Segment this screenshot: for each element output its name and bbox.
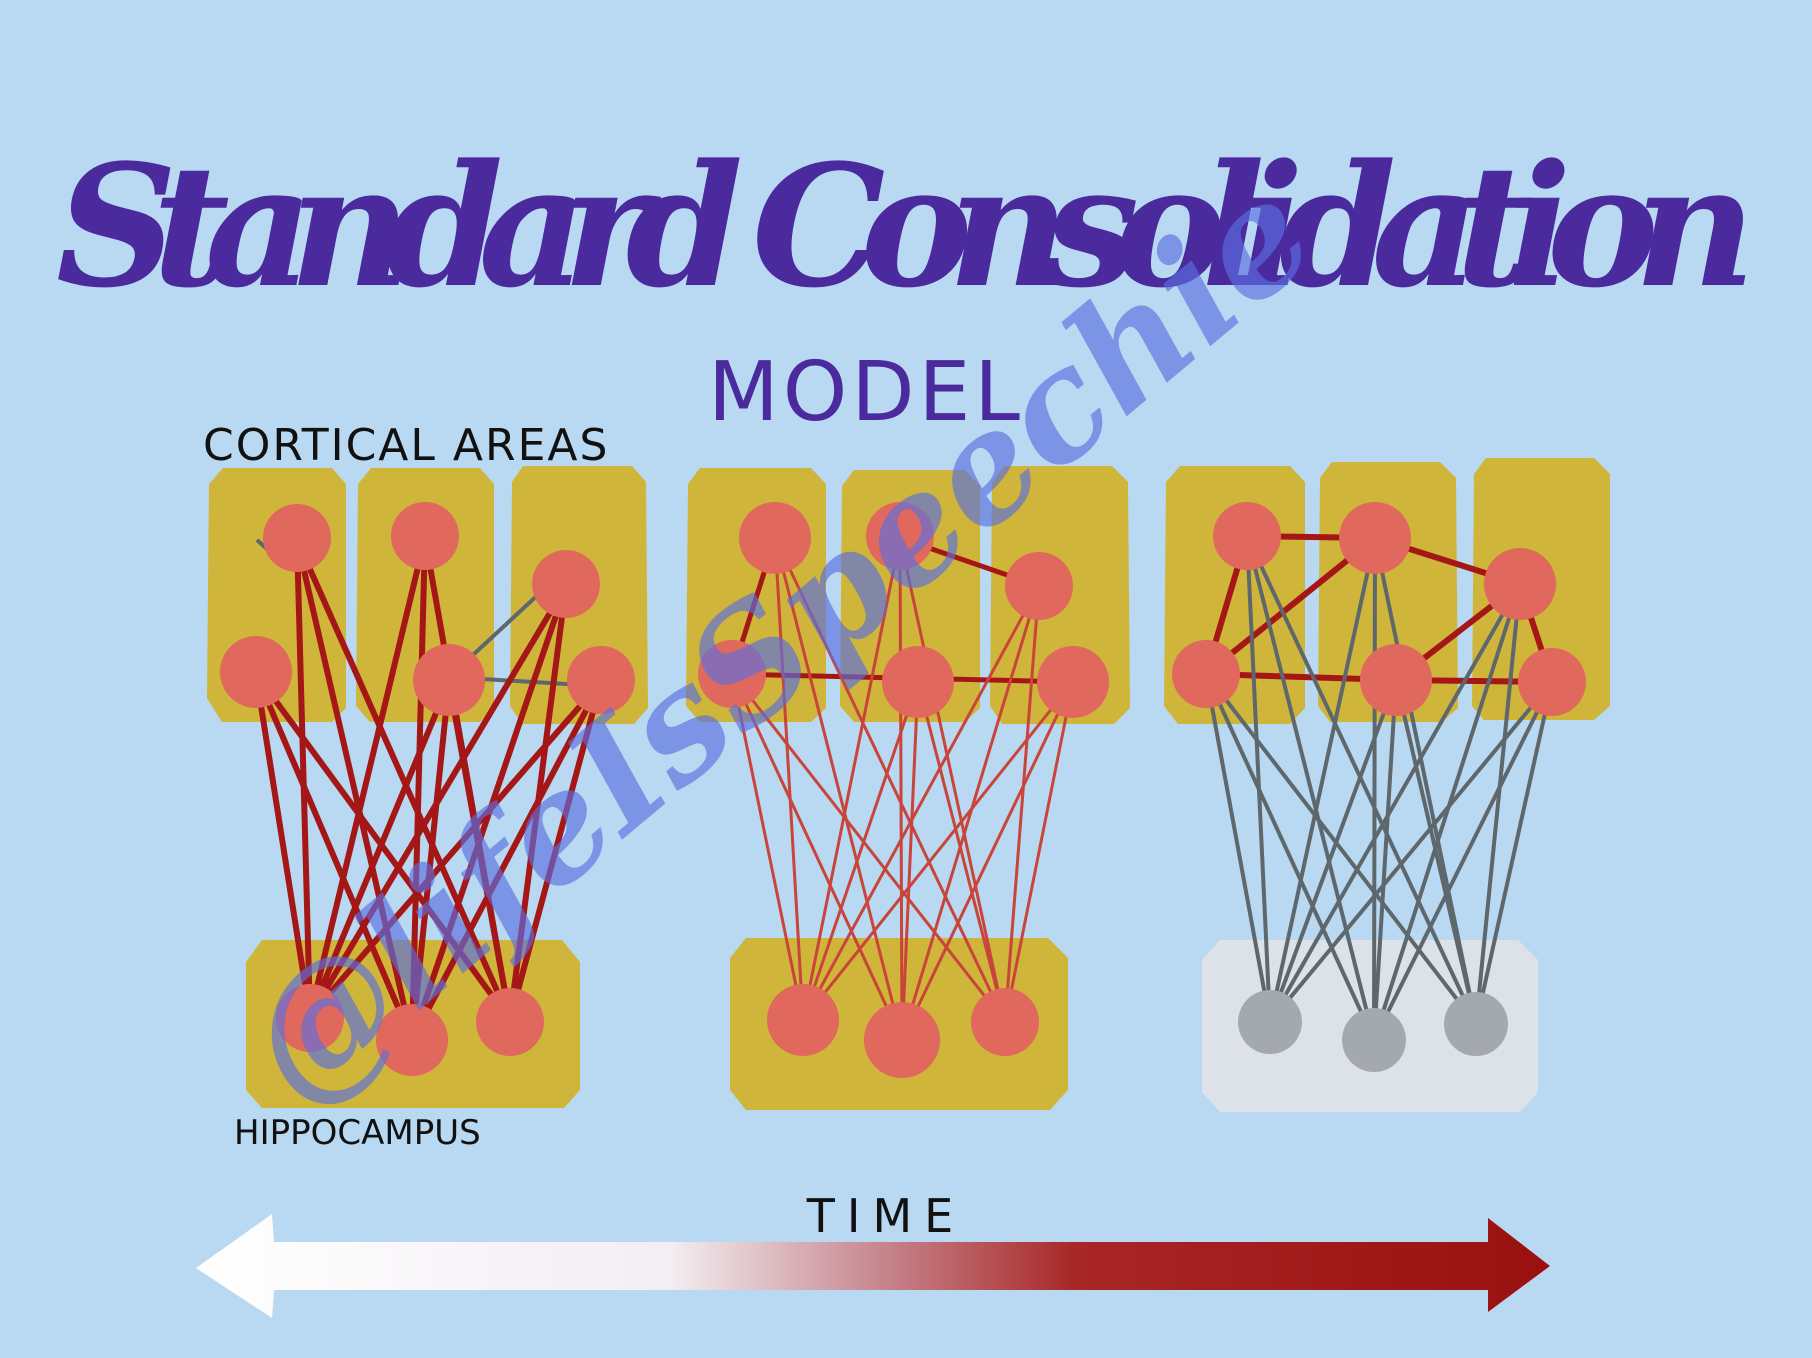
panel-middle: [686, 466, 1130, 1110]
cortical-areas-label: CORTICAL AREAS: [203, 420, 609, 471]
panel-early: [207, 466, 648, 1108]
time-arrow: [196, 1214, 1550, 1318]
hippocampal-nodes-2: [767, 984, 1039, 1078]
diagram-subtitle: MODEL: [708, 345, 1024, 440]
cortical-nodes-1: [220, 502, 635, 716]
cortical-nodes-2: [698, 502, 1109, 718]
hippocampal-nodes-1: [276, 984, 544, 1076]
hippocampal-links-1: [253, 535, 604, 1043]
panel-late: [1164, 458, 1610, 1112]
hippocampal-links-2: [730, 536, 1075, 1042]
time-label: TIME: [806, 1189, 965, 1243]
hippocampus-label: HIPPOCAMPUS: [234, 1113, 481, 1153]
hippocampal-links-3: [1204, 534, 1554, 1042]
diagram-title: Standard Consolidation: [56, 127, 1756, 325]
cortical-nodes-3: [1172, 502, 1586, 716]
hippocampal-nodes-3: [1238, 990, 1508, 1072]
